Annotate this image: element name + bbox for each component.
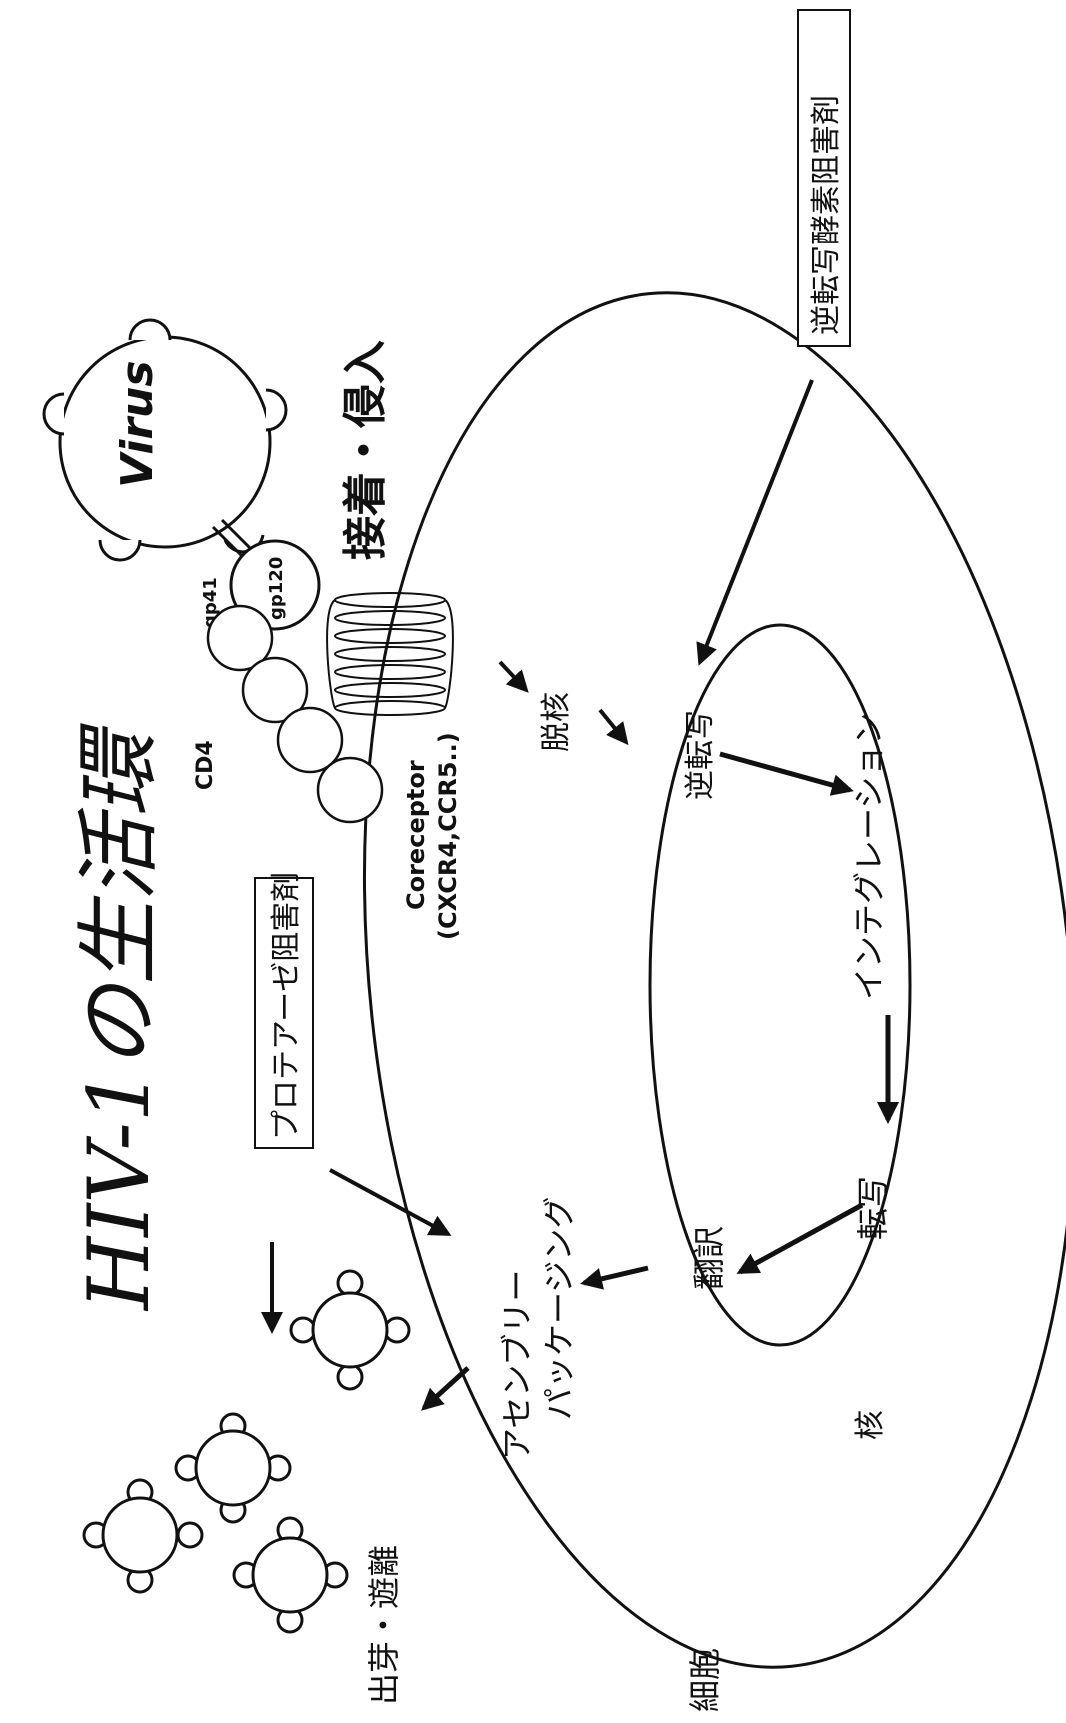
gp120-label: gp120	[266, 557, 287, 620]
step-translation: 翻訳	[690, 1226, 728, 1290]
coreceptor-types: (CXCR4,CCR5..)	[434, 732, 462, 940]
arrow-coreceptor-uncoat	[500, 662, 526, 690]
protease-inhibitor-label: プロテアーゼ阻害剤	[269, 872, 304, 1140]
coreceptor-label: Coreceptor	[402, 760, 430, 910]
arrow-rt-integration	[720, 754, 850, 790]
nucleus-label: 核	[853, 1410, 888, 1440]
step-reverse-transcription: 逆転写	[683, 710, 718, 800]
step-integration: インテグレーション	[850, 713, 888, 1000]
cell-label: 細胞	[686, 1648, 724, 1712]
rt-inhibitor-label: 逆転写酵素阻害剤	[809, 95, 844, 335]
diagram-title: HIV-1の生活環	[70, 723, 168, 1312]
arrow-translation-assembly	[584, 1268, 648, 1283]
step-attach-invade: 接着・侵入	[340, 340, 391, 560]
budding-virion-3	[84, 1480, 202, 1592]
coreceptor	[327, 593, 453, 715]
arrow-rt-inhibitor	[700, 380, 812, 662]
virus-label: Virus	[112, 360, 163, 488]
budding-virion-4	[234, 1518, 347, 1632]
arrow-protease-assembly	[330, 1170, 448, 1234]
arrow-transcription-translation	[740, 1205, 862, 1272]
cd4-label: CD4	[193, 740, 218, 790]
step-budding-release: 出芽・遊離	[365, 1545, 403, 1705]
budding-virion-1	[291, 1271, 409, 1389]
arrow-assembly-budding	[424, 1368, 468, 1408]
budding-virion-2	[176, 1414, 290, 1522]
arrow-uncoat-rt	[600, 710, 626, 742]
step-assembly: アセンブリー	[498, 1270, 536, 1460]
cell-membrane	[300, 257, 1066, 1703]
step-uncoating: 脱核	[539, 692, 574, 752]
virus-particle: Virus	[44, 320, 286, 560]
step-packaging: パッケージング	[540, 1197, 578, 1420]
